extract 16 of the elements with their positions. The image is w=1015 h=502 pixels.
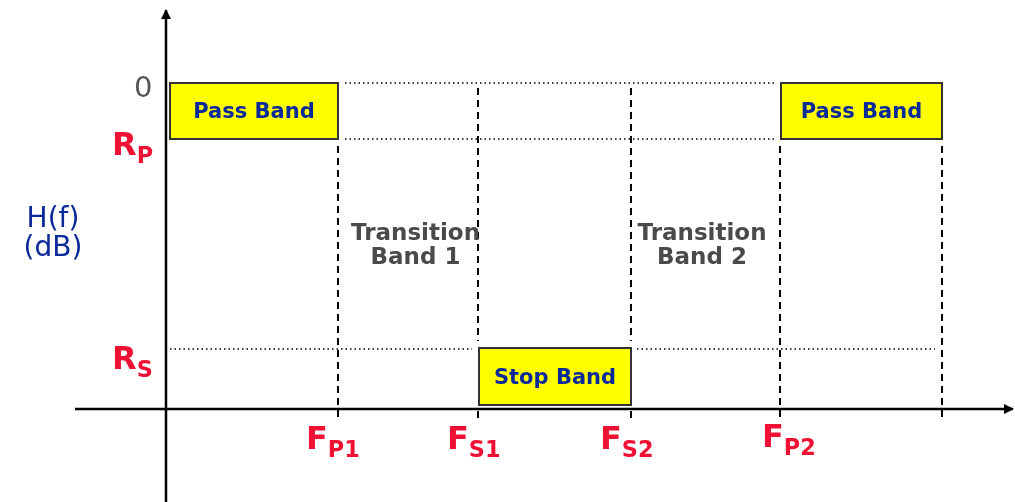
band-label: Transition Band 2 [636, 220, 768, 269]
axis-value: 0 [134, 72, 153, 103]
frequency-symbol: F$_{P1}$ [306, 422, 360, 462]
level-symbol: R$_{P}$ [112, 128, 154, 168]
band-box [169, 82, 339, 140]
band-label: Pass Band [193, 99, 315, 123]
band-box [780, 82, 943, 140]
band-label: Transition Band 1 [350, 220, 481, 269]
frequency-symbol: F$_{P2}$ [762, 420, 816, 460]
level-symbol: R$_{S}$ [112, 342, 153, 382]
band-label: Pass Band [800, 99, 923, 123]
frequency-symbol: F$_{S2}$ [600, 422, 654, 462]
band-box [478, 347, 632, 406]
band-label: Stop Band [493, 364, 617, 389]
axis-label: H(f) (dB) [22, 203, 84, 262]
frequency-symbol: F$_{S1}$ [447, 422, 501, 462]
